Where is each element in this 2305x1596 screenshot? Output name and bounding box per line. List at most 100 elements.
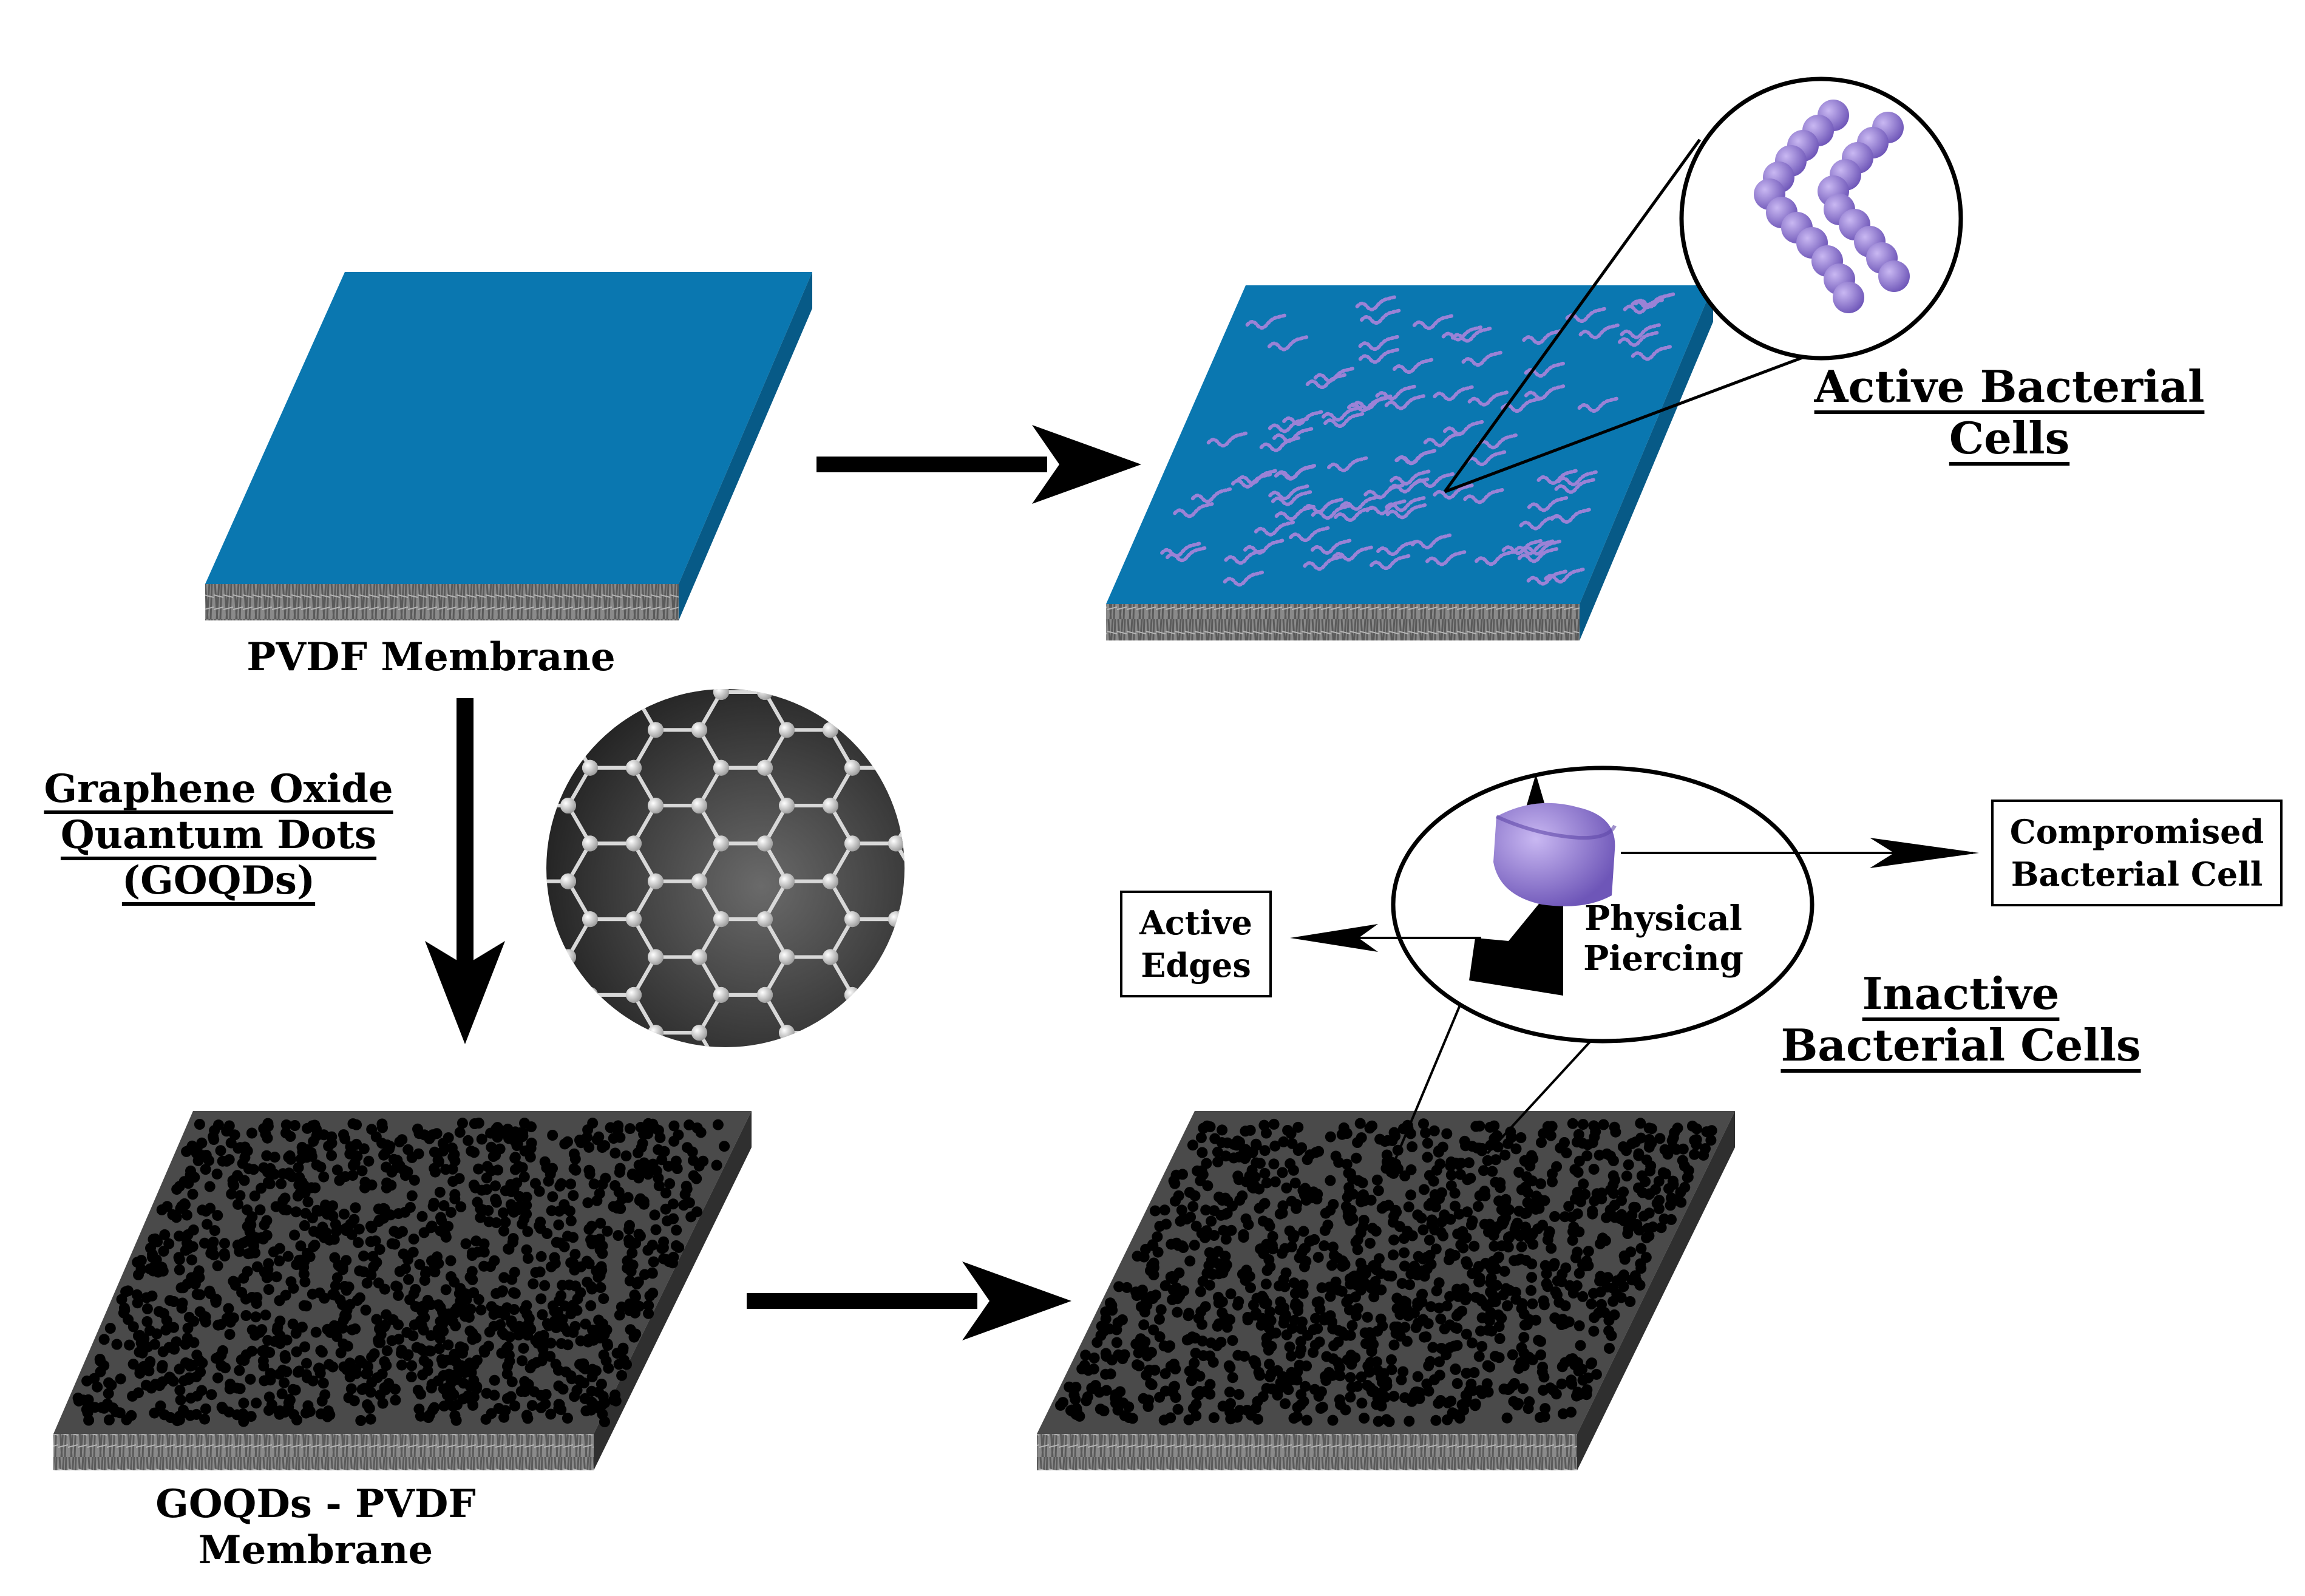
goqd-dot (269, 1152, 280, 1163)
carbon-atom (1085, 647, 1101, 662)
goqd-dot (181, 1146, 192, 1157)
goqd-dot (633, 1172, 644, 1184)
goqd-dot (345, 1383, 357, 1394)
goqd-dot (1241, 1405, 1253, 1416)
carbon-atom (626, 689, 642, 700)
goqd-dot (503, 1243, 515, 1255)
goqd-dot (1207, 1356, 1219, 1368)
goqd-dot (1596, 1187, 1607, 1199)
goqd-dot (1170, 1363, 1181, 1374)
carbon-atom (495, 684, 511, 700)
goqd-dot (1212, 1320, 1223, 1332)
goqd-dot (1286, 1138, 1298, 1149)
active-bacterial-line2: Cells (1949, 412, 2070, 464)
goqd-dot (1187, 1139, 1198, 1151)
goqd-dot (1338, 1122, 1349, 1133)
carbon-atom (713, 689, 729, 700)
goqd-dot (314, 1368, 326, 1379)
graphene-hexagon (896, 1336, 983, 1411)
carbon-atom (910, 798, 926, 813)
goqd-dot (1641, 1232, 1652, 1244)
goqd-dot (278, 1204, 290, 1215)
carbon-atom (1107, 760, 1122, 776)
goqd-dot (200, 1206, 212, 1217)
bacterium-squiggle (1360, 308, 1403, 325)
carbon-atom (560, 798, 576, 814)
goqd-dot (1465, 1172, 1476, 1184)
goqd-dot (221, 1126, 233, 1137)
carbon-atom (910, 1025, 926, 1041)
goqd-dot (445, 1255, 457, 1266)
goqd-dot (1412, 1317, 1424, 1329)
carbon-atom (691, 647, 707, 662)
carbon-atom (757, 1063, 773, 1079)
goqd-dot (1088, 1363, 1099, 1375)
goqd-dot (1147, 1240, 1159, 1251)
goqd-dot (1257, 1215, 1269, 1227)
goqd-dot (1560, 1300, 1571, 1311)
goqd-dot (1272, 1390, 1283, 1401)
goqd-dot (1654, 1133, 1666, 1144)
goqd-dot (1248, 1182, 1259, 1194)
goqd-dot (272, 1322, 283, 1333)
goqd-dot (159, 1229, 171, 1240)
carbon-atom (910, 949, 926, 965)
goqd-dot (1364, 1122, 1376, 1134)
goqd-dot (540, 1389, 552, 1400)
inactive-bacterial-line1: Inactive (1862, 968, 2060, 1019)
carbon-atom (648, 647, 664, 662)
carbon-atom (888, 911, 904, 928)
carbon-atom (1019, 1214, 1035, 1230)
carbon-atom (1019, 760, 1035, 776)
goqd-dot (466, 1146, 477, 1157)
goqd-dot (1461, 1232, 1472, 1243)
goqd-dot (1618, 1186, 1629, 1198)
carbon-atom (954, 1025, 969, 1041)
goqd-dot (1280, 1398, 1291, 1410)
goqd-dot (236, 1287, 248, 1298)
goqd-dot (598, 1350, 609, 1360)
goqd-dot (281, 1366, 293, 1377)
goqd-dot (1275, 1296, 1286, 1308)
carbon-atom (910, 1177, 926, 1192)
goqd-dot (191, 1289, 203, 1300)
goqd-dot (574, 1135, 585, 1146)
goqd-dot (1428, 1125, 1440, 1136)
graphene-hexagon (1027, 1033, 1115, 1109)
goqd-dot (513, 1161, 524, 1172)
bacterium-squiggle (1375, 384, 1418, 401)
carbon-atom (888, 835, 904, 852)
goqd-dot (1327, 1241, 1339, 1253)
goqd-dot (1567, 1235, 1578, 1246)
goqd-dot (1493, 1251, 1504, 1263)
goqd-dot (582, 1197, 594, 1209)
goqd-dot (1206, 1254, 1217, 1266)
goqd-dot (223, 1303, 234, 1314)
goqd-dot (1539, 1195, 1550, 1206)
goqd-dot (1189, 1333, 1201, 1344)
goqd-dot (1301, 1414, 1312, 1426)
carbon-atom (1019, 835, 1035, 851)
goqd-dot (1206, 1337, 1217, 1349)
bacterium-squiggle (1433, 483, 1476, 500)
goqd-dot (1689, 1149, 1700, 1160)
goqd-dot (629, 1289, 640, 1301)
goqd-dot (363, 1155, 375, 1167)
goqd-dot (200, 1150, 212, 1161)
bacterium-squiggle (1392, 357, 1435, 374)
carbon-atom (910, 647, 926, 662)
goqd-dot (1227, 1335, 1238, 1346)
bacterium-squiggle (1433, 384, 1476, 401)
goqd-dot (582, 1277, 593, 1288)
goqd-dot (1168, 1381, 1180, 1393)
graphene-hexagon (1027, 957, 1115, 1033)
goqd-dot (1493, 1195, 1505, 1207)
goqd-dot (494, 1143, 506, 1155)
goqd-dot (246, 1127, 257, 1139)
goqd-dot (143, 1365, 155, 1377)
goqd-dot (1549, 1211, 1561, 1222)
bacterium-squiggle (1323, 412, 1366, 429)
goqd-dot (668, 1213, 679, 1224)
goqd-dot (279, 1377, 290, 1388)
goqd-dot (509, 1136, 521, 1147)
